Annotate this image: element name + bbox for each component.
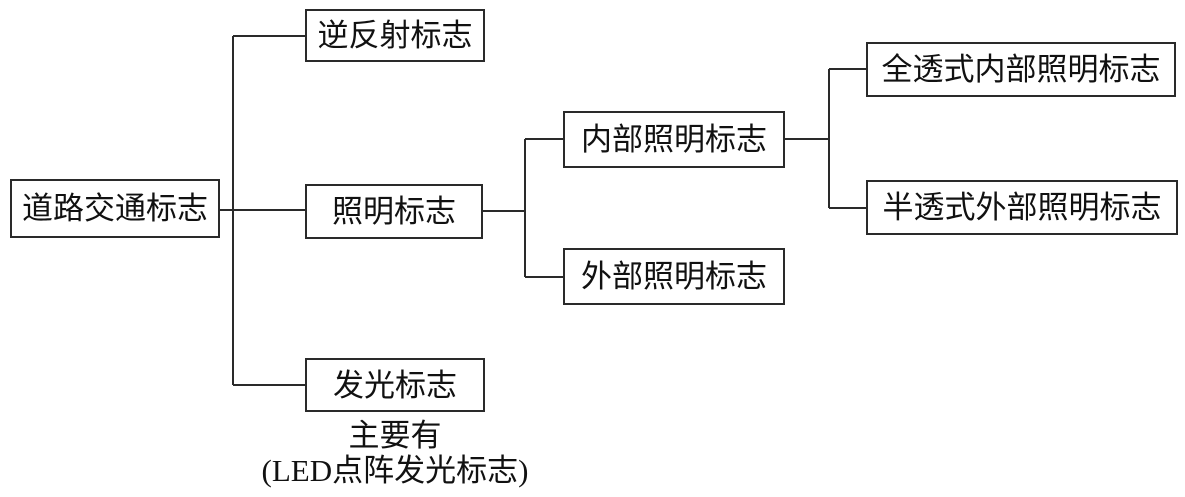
node-semi-transmissive-external-illuminated-sign: 半透式外部照明标志 <box>866 180 1178 235</box>
node-label: 半透式外部照明标志 <box>882 190 1162 225</box>
node-retroreflective-sign: 逆反射标志 <box>305 9 485 62</box>
node-label: 外部照明标志 <box>581 259 767 294</box>
node-label: 道路交通标志 <box>22 191 208 226</box>
node-internal-illuminated-sign: 内部照明标志 <box>563 111 785 168</box>
node-label: 逆反射标志 <box>317 18 473 53</box>
caption-line-2: (LED点阵发光标志) <box>261 453 529 488</box>
luminous-sign-caption: 主要有 (LED点阵发光标志) <box>245 418 545 488</box>
node-label: 全透式内部照明标志 <box>881 52 1161 87</box>
node-label: 内部照明标志 <box>581 122 767 157</box>
node-luminous-sign: 发光标志 <box>305 358 485 412</box>
caption-line-1: 主要有 <box>348 418 442 453</box>
node-road-traffic-sign: 道路交通标志 <box>10 179 220 238</box>
node-label: 发光标志 <box>333 367 457 403</box>
node-label: 照明标志 <box>332 194 456 229</box>
node-external-illuminated-sign: 外部照明标志 <box>563 248 785 305</box>
node-illuminated-sign: 照明标志 <box>305 184 483 239</box>
node-full-transmissive-internal-illuminated-sign: 全透式内部照明标志 <box>866 42 1176 97</box>
